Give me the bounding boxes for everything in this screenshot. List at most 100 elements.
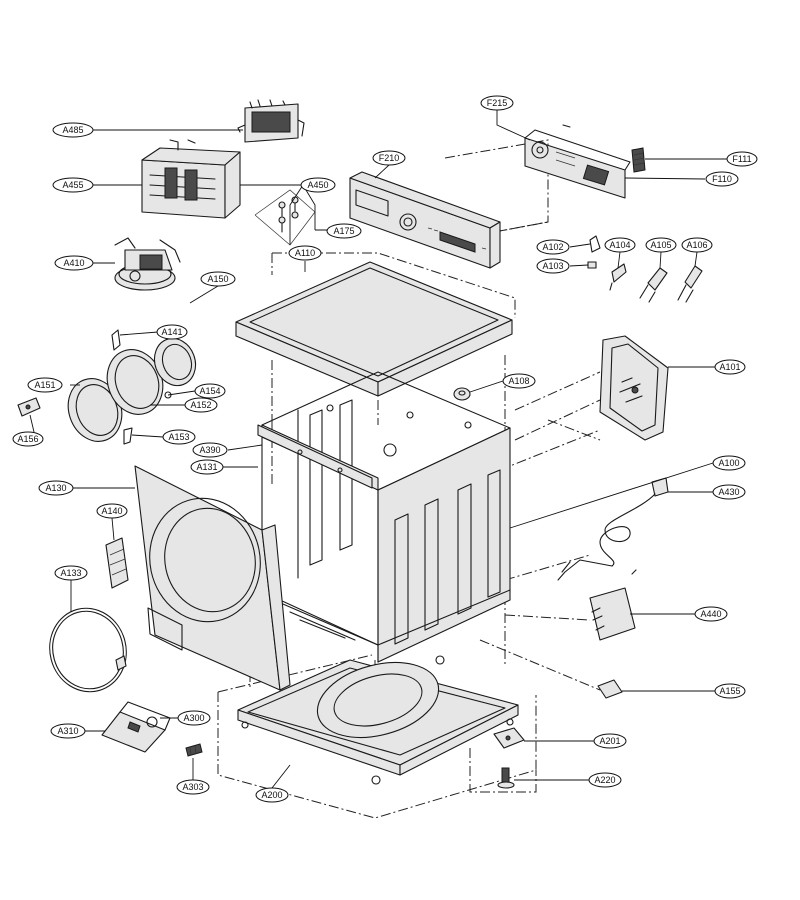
part-cabinet	[261, 371, 511, 663]
part-door-hinge	[105, 537, 129, 589]
callout-A455: A455	[52, 177, 94, 193]
callout-A410: A410	[54, 255, 94, 271]
svg-text:A154: A154	[199, 386, 220, 396]
callout-A440: A440	[694, 606, 728, 622]
svg-text:A390: A390	[199, 445, 220, 455]
part-top-plate	[235, 261, 513, 397]
callout-A450: A450	[300, 177, 336, 193]
svg-text:A100: A100	[718, 458, 739, 468]
svg-text:A141: A141	[161, 327, 182, 337]
svg-text:A102: A102	[542, 242, 563, 252]
callout-A200: A200	[255, 787, 289, 803]
svg-text:A151: A151	[34, 380, 55, 390]
svg-text:F210: F210	[379, 153, 400, 163]
callout-A155: A155	[714, 683, 746, 699]
callout-F111: F111	[726, 151, 758, 167]
svg-text:A310: A310	[57, 726, 78, 736]
svg-text:A303: A303	[182, 782, 203, 792]
svg-text:A103: A103	[542, 261, 563, 271]
callout-A303: A303	[176, 779, 210, 795]
svg-text:A108: A108	[508, 376, 529, 386]
callout-A100: A100	[712, 455, 746, 471]
part-water-valve	[114, 237, 181, 291]
svg-text:A155: A155	[719, 686, 740, 696]
part-display-pcb	[524, 124, 631, 199]
callout-A485: A485	[52, 122, 94, 138]
svg-text:A152: A152	[190, 400, 211, 410]
svg-text:A156: A156	[17, 434, 38, 444]
callout-A220: A220	[588, 772, 622, 788]
callout-A131: A131	[190, 459, 224, 475]
svg-text:F215: F215	[487, 98, 508, 108]
callout-A104: A104	[604, 237, 636, 253]
svg-text:A201: A201	[599, 736, 620, 746]
part-grommet	[597, 679, 623, 699]
part-filter-cover	[101, 701, 171, 753]
svg-text:F110: F110	[712, 174, 732, 184]
svg-text:A300: A300	[183, 713, 204, 723]
svg-text:A220: A220	[594, 775, 615, 785]
svg-text:A410: A410	[63, 258, 84, 268]
callout-A390: A390	[192, 442, 228, 458]
part-screw	[185, 743, 203, 757]
callout-A102: A102	[536, 239, 570, 255]
part-control-panel	[349, 171, 501, 269]
part-door-lock-switch	[589, 569, 637, 641]
part-base-frame	[237, 655, 519, 785]
svg-text:F111: F111	[732, 154, 751, 164]
svg-text:A175: A175	[333, 226, 354, 236]
part-clamp-ring	[49, 607, 127, 693]
part-screw-set	[254, 189, 316, 246]
callout-A133: A133	[54, 565, 88, 581]
svg-text:A430: A430	[718, 487, 739, 497]
callout-A110: A110	[288, 245, 322, 261]
callout-A105: A105	[645, 237, 677, 253]
svg-text:A106: A106	[686, 240, 707, 250]
callout-A175: A175	[326, 223, 362, 239]
callout-A154: A154	[194, 383, 226, 399]
callout-A430: A430	[712, 484, 746, 500]
svg-text:A150: A150	[207, 274, 228, 284]
callout-A108: A108	[502, 373, 536, 389]
part-small-fittings	[587, 235, 703, 303]
callout-A140: A140	[96, 503, 128, 519]
callout-A141: A141	[156, 324, 188, 340]
callout-F210: F210	[372, 150, 406, 166]
callout-A201: A201	[593, 733, 627, 749]
svg-text:A131: A131	[196, 462, 217, 472]
svg-text:A105: A105	[650, 240, 671, 250]
part-knob	[631, 147, 646, 173]
svg-text:A455: A455	[62, 180, 83, 190]
svg-text:A104: A104	[609, 240, 630, 250]
callout-A130: A130	[38, 480, 74, 496]
part-detergent-drawer	[141, 139, 241, 219]
callout-A103: A103	[536, 258, 570, 274]
callout-A300: A300	[177, 710, 211, 726]
part-drawer-handle-bracket	[237, 99, 305, 143]
svg-text:A450: A450	[307, 180, 328, 190]
svg-text:A133: A133	[60, 568, 81, 578]
callout-A151: A151	[27, 377, 63, 393]
part-door-assembly	[67, 329, 197, 445]
part-adjustable-foot	[497, 767, 515, 789]
callout-A156: A156	[12, 431, 44, 447]
svg-text:A130: A130	[45, 483, 66, 493]
part-door-latch	[17, 397, 41, 417]
svg-text:A153: A153	[168, 432, 189, 442]
callout-A150: A150	[200, 271, 236, 287]
callout-A106: A106	[681, 237, 713, 253]
svg-text:A110: A110	[295, 248, 315, 258]
callout-F215: F215	[480, 95, 514, 111]
part-front-panel	[134, 465, 291, 691]
svg-text:A485: A485	[62, 125, 83, 135]
part-front-bracket	[257, 424, 373, 489]
part-leg-bracket	[493, 727, 525, 749]
part-bushing	[453, 387, 471, 401]
svg-text:A140: A140	[101, 506, 122, 516]
callout-leaders	[29, 103, 727, 789]
part-rear-panel	[599, 335, 669, 441]
svg-text:A101: A101	[719, 362, 740, 372]
svg-text:A440: A440	[700, 609, 721, 619]
callout-A310: A310	[50, 723, 86, 739]
